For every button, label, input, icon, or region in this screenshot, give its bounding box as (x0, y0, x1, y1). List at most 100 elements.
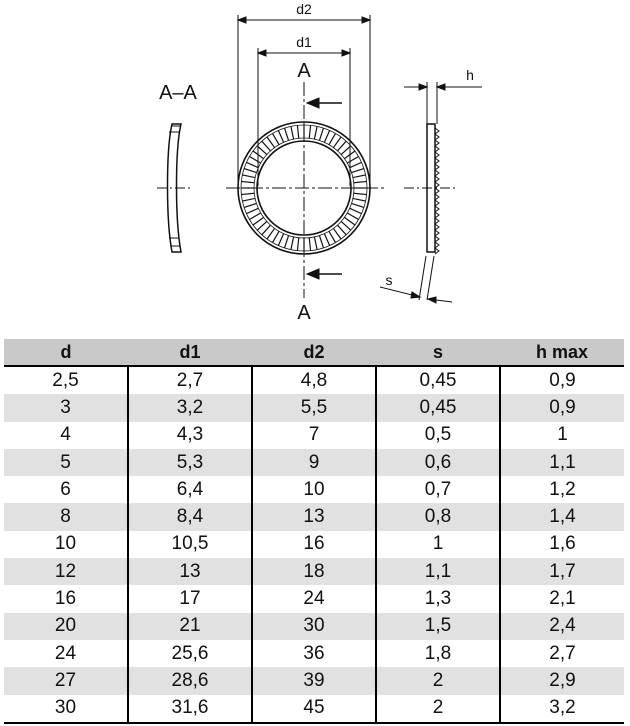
serration-tooth (271, 231, 280, 243)
header-s: s (376, 339, 500, 367)
section-letter-bottom: A (297, 302, 311, 324)
cell-d: 27 (4, 667, 128, 695)
serration-tooth (353, 192, 367, 196)
serration-tooth (296, 237, 300, 251)
side-serration (434, 247, 440, 255)
serration-tooth (243, 202, 257, 209)
serration-tooth (349, 161, 362, 169)
side-serration (434, 211, 440, 219)
cell-d: 10 (54, 533, 77, 555)
serration-tooth (277, 130, 285, 143)
side-serration (434, 163, 440, 171)
serration-tooth (271, 133, 280, 145)
serration-tooth (242, 174, 256, 179)
serration-tooth (252, 216, 264, 226)
serration-tooth (351, 202, 365, 209)
cell-d: 2,5 (52, 369, 79, 391)
cell-h-max: 2,7 (499, 639, 624, 668)
cell-s: 0,7 (375, 476, 500, 504)
serration-tooth (352, 197, 366, 202)
cell-d1: 5,3 (127, 448, 252, 477)
side-serration (434, 145, 440, 153)
cell-d: 12 (4, 558, 128, 586)
cell-s: 1,1 (375, 558, 500, 586)
serration-tooth (337, 140, 347, 152)
serration-tooth (353, 180, 367, 184)
side-serration (434, 181, 440, 189)
serration-tooth (344, 150, 356, 160)
cell-d2: 7 (251, 421, 376, 449)
side-serration (434, 169, 440, 177)
cell-d2: 4,8 (251, 366, 376, 395)
cell-h-max: 3,2 (499, 694, 624, 724)
cell-d1: 21 (127, 612, 252, 640)
side-serration (434, 199, 440, 207)
cell-d1: 8,4 (127, 503, 252, 531)
section-view: A–A (157, 82, 198, 253)
side-serration (434, 175, 440, 183)
side-serration (434, 235, 440, 243)
side-view: h s (379, 67, 482, 304)
cell-d1: 6,4 (127, 476, 252, 504)
washer-technical-drawing: A–A d2 d1 A A (157, 1, 482, 324)
serration-tooth (337, 224, 347, 236)
side-serration (434, 127, 440, 135)
side-serration (434, 133, 440, 141)
cell-d2: 36 (251, 639, 376, 668)
cell-d: 20 (4, 612, 128, 640)
serration-tooth (313, 126, 318, 140)
serration-tooth (249, 155, 261, 164)
cell-d2: 18 (251, 558, 376, 586)
cell-d2: 16 (251, 530, 376, 559)
serration-tooth (242, 197, 256, 202)
header-d1: d1 (128, 339, 252, 367)
cell-s: 0,6 (375, 448, 500, 477)
side-serration (434, 241, 440, 249)
cell-h-max: 2,9 (499, 667, 624, 695)
serration-tooth (283, 127, 290, 141)
section-letter-top: A (297, 60, 311, 82)
side-serration (434, 139, 440, 147)
side-serration (434, 157, 440, 165)
serration-tooth (246, 207, 259, 215)
serration-tooth (256, 221, 268, 231)
side-serration (434, 193, 440, 201)
serration-tooth (308, 125, 312, 139)
cell-d: 4 (60, 424, 71, 446)
serration-tooth (256, 145, 268, 155)
cell-h-max: 1,4 (499, 503, 624, 531)
cell-d: 3 (4, 394, 128, 422)
section-title: A–A (159, 82, 197, 104)
serration-tooth (347, 212, 359, 221)
side-serration (434, 229, 440, 237)
cell-d1: 4,3 (127, 421, 252, 449)
cell-d2: 24 (251, 585, 376, 613)
cell-h-max: 1,7 (499, 558, 624, 586)
serration-tooth (328, 231, 337, 243)
cell-s: 1,8 (375, 639, 500, 668)
serration-tooth (277, 233, 285, 246)
cell-d1: 2,7 (127, 366, 252, 395)
serration-tooth (243, 167, 257, 174)
serration-tooth (323, 130, 331, 143)
cell-s: 0,45 (375, 366, 500, 395)
side-serration (434, 217, 440, 225)
cell-d: 24 (54, 642, 77, 664)
cell-s: 0,5 (375, 421, 500, 449)
serration-tooth (344, 216, 356, 226)
cell-h-max: 0,9 (499, 366, 624, 395)
cell-h-max: 1,1 (499, 448, 624, 477)
serration-tooth (246, 161, 259, 169)
h-label: h (466, 67, 474, 83)
serration-tooth (318, 127, 325, 141)
serration-tooth (332, 136, 342, 148)
cell-d: 16 (54, 588, 77, 610)
serration-tooth (261, 224, 271, 236)
